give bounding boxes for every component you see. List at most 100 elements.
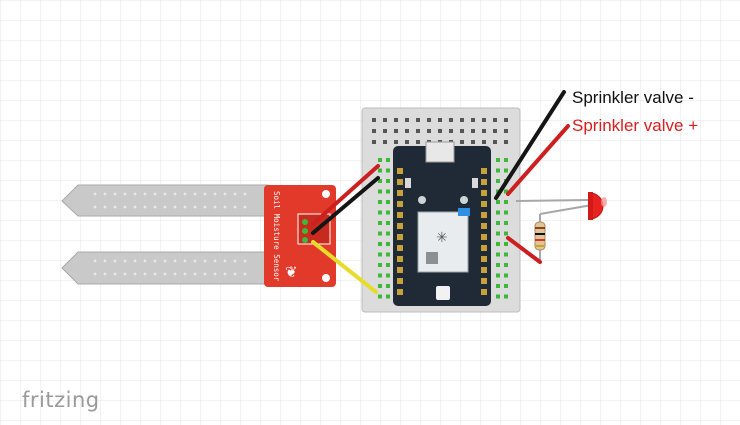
breadboard-connected-hole xyxy=(496,242,500,246)
breadboard-connected-hole xyxy=(496,294,500,299)
board-pin xyxy=(481,168,487,174)
probe-dot xyxy=(143,192,147,196)
breadboard-hole xyxy=(372,118,376,122)
sensor-logo-icon: ❦ xyxy=(285,263,298,281)
board-pin xyxy=(481,256,487,262)
breadboard-hole xyxy=(504,129,508,133)
breadboard-connected-hole xyxy=(496,284,500,288)
probe-dot xyxy=(113,259,117,263)
breadboard-connected-hole xyxy=(386,200,390,204)
breadboard-connected-hole xyxy=(496,168,500,173)
breadboard-connected-hole xyxy=(386,158,390,162)
probe-dot xyxy=(183,272,187,276)
probe-dot xyxy=(233,259,237,263)
probe-dot xyxy=(143,272,147,276)
breadboard-hole xyxy=(416,118,420,122)
board-pin xyxy=(397,245,403,251)
probe-dot xyxy=(233,272,237,276)
probe-dot xyxy=(213,205,217,209)
board-pin xyxy=(397,267,403,273)
probe-dot xyxy=(223,259,227,263)
probe-dot xyxy=(133,192,137,196)
probe-dot xyxy=(153,272,157,276)
breadboard-hole xyxy=(438,118,442,122)
board-pin xyxy=(397,201,403,207)
probe-dot xyxy=(213,272,217,276)
probe-dot xyxy=(223,192,227,196)
wire-red-resistor xyxy=(506,236,542,264)
breadboard-hole xyxy=(482,129,486,133)
breadboard-connected-hole xyxy=(378,252,382,257)
probe-dot xyxy=(203,272,207,276)
probe-dot xyxy=(203,259,207,263)
breadboard-connected-hole xyxy=(496,200,500,204)
fritzing-logo: fritzing xyxy=(22,388,100,412)
label-valve-minus: Sprinkler valve - xyxy=(572,88,694,107)
probe-dot xyxy=(133,272,137,276)
breadboard-hole xyxy=(427,129,431,133)
breadboard-connected-hole xyxy=(496,158,500,162)
breadboard-hole xyxy=(449,129,453,133)
breadboard-connected-hole xyxy=(378,168,382,173)
probe-dot xyxy=(243,272,247,276)
breadboard-hole xyxy=(493,140,497,144)
probe-dot xyxy=(213,192,217,196)
label-valve-plus: Sprinkler valve + xyxy=(572,116,699,135)
breadboard-hole xyxy=(449,118,453,122)
breadboard-connected-hole xyxy=(378,210,382,215)
probe-dot xyxy=(133,259,137,263)
board-pin xyxy=(397,212,403,218)
breadboard-connected-hole xyxy=(386,242,390,246)
breadboard-connected-hole xyxy=(378,158,382,162)
probe-dot xyxy=(173,205,177,209)
probe-dot xyxy=(93,259,97,263)
breadboard-hole xyxy=(383,118,387,122)
probe-dot xyxy=(193,272,197,276)
rgb-led-icon xyxy=(436,286,450,300)
breadboard-connected-hole xyxy=(378,231,382,236)
breadboard-connected-hole xyxy=(386,179,390,183)
probe-dot xyxy=(193,192,197,196)
board-pin xyxy=(481,234,487,240)
breadboard-connected-hole xyxy=(378,273,382,278)
breadboard-connected-hole xyxy=(386,168,390,173)
board-pin xyxy=(397,278,403,284)
breadboard-hole xyxy=(372,140,376,144)
board-pin xyxy=(397,289,403,295)
breadboard-hole xyxy=(471,129,475,133)
breadboard-connected-hole xyxy=(386,273,390,278)
breadboard-connected-hole xyxy=(496,221,500,225)
breadboard-connected-hole xyxy=(496,179,500,183)
probe-dot xyxy=(123,205,127,209)
photon-board: ✳ xyxy=(393,141,491,306)
probe-dot xyxy=(153,192,157,196)
breadboard-hole xyxy=(438,129,442,133)
wire-red-sensor xyxy=(311,164,380,226)
breadboard-connected-hole xyxy=(504,242,508,246)
breadboard-hole xyxy=(471,118,475,122)
probe-dot xyxy=(123,192,127,196)
breadboard-connected-hole xyxy=(504,221,508,225)
board-pin xyxy=(397,179,403,185)
board-pin xyxy=(397,190,403,196)
wire-red-valve xyxy=(506,124,570,196)
probe-dot xyxy=(93,192,97,196)
probe-dot xyxy=(93,272,97,276)
breadboard-connected-hole xyxy=(504,168,508,173)
probe-dot xyxy=(243,259,247,263)
breadboard-hole xyxy=(493,129,497,133)
breadboard-hole xyxy=(372,129,376,133)
breadboard-hole xyxy=(416,140,420,144)
setup-button-icon xyxy=(460,196,468,204)
breadboard-hole xyxy=(383,140,387,144)
probe-dot xyxy=(193,205,197,209)
breadboard-hole xyxy=(460,118,464,122)
probe-dot xyxy=(183,205,187,209)
probe-dot xyxy=(243,192,247,196)
probe-dot xyxy=(133,205,137,209)
board-pin xyxy=(481,245,487,251)
breadboard-hole xyxy=(416,129,420,133)
board-pin xyxy=(397,223,403,229)
red-led xyxy=(515,192,607,220)
board-pin xyxy=(481,201,487,207)
